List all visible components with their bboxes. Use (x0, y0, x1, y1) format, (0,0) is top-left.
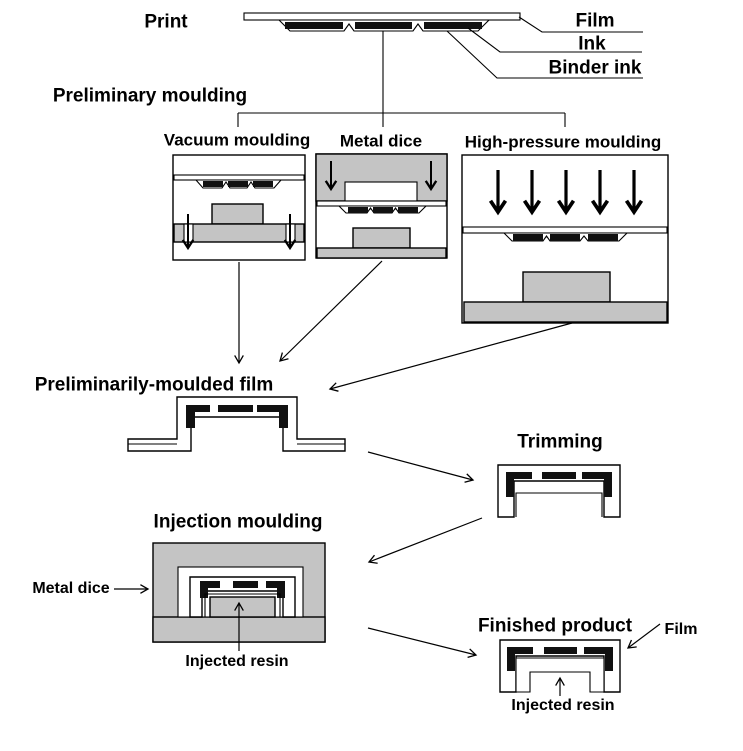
trimming-shape (497, 464, 621, 518)
vacuum-mold-base (173, 223, 305, 243)
ink-dash (257, 405, 288, 412)
ink-dash (544, 647, 577, 654)
lower-mold-bump (522, 271, 611, 303)
film-layer (462, 226, 668, 234)
layer-label-ink: Ink (578, 33, 606, 55)
pointer-label-metal-dice: Metal dice (32, 580, 110, 597)
ink-dash (542, 472, 576, 479)
ink-dash (506, 472, 532, 479)
ink-patch (203, 181, 223, 187)
flow-arrows (234, 260, 573, 658)
ink-dash (584, 647, 613, 654)
ink-dash (218, 405, 253, 412)
ink-corner (604, 472, 612, 497)
lower-mold-base (316, 247, 447, 259)
ink-corner (186, 405, 195, 428)
ink-patch (373, 207, 393, 213)
ink-dash (582, 472, 612, 479)
arrow-film-to-trimming (367, 451, 475, 483)
ink-dash (266, 581, 285, 588)
film-shell (127, 396, 346, 452)
ink-patch (253, 181, 273, 187)
step-label-injection-moulding: Injection moulding (153, 511, 323, 533)
layer-label-binder-ink: Binder ink (548, 57, 642, 79)
pointer-label-film: Film (664, 621, 698, 638)
ink-corner (605, 647, 613, 671)
ink-patch (355, 22, 412, 29)
lower-mold-bump (352, 227, 411, 249)
inner-surface-line (515, 492, 603, 517)
arrow-trimming-to-injection (367, 517, 483, 564)
finished-product-shape (499, 623, 661, 696)
arrow-injection-to-finished (367, 627, 478, 658)
ink-patch (348, 207, 368, 213)
ink-leader-line (467, 27, 642, 53)
ink-patch (285, 22, 343, 29)
arrow-high-pressure-to-film (328, 322, 573, 392)
ink-corner (277, 581, 285, 598)
pointer-label-injected-resin-finished: Injected resin (511, 697, 615, 714)
film-leader-line (518, 16, 643, 33)
vacuum-mold-bump (211, 203, 264, 225)
print-cross-section (243, 12, 643, 79)
film-layer (243, 12, 521, 21)
step-label-trimming: Trimming (517, 431, 603, 453)
ink-patch (550, 234, 580, 241)
preliminarily-moulded-film-shape (127, 396, 346, 452)
arrow-metal-dice-to-film (279, 260, 383, 362)
ink-corner (279, 405, 288, 428)
ink-dash (186, 405, 210, 412)
lower-mold-base (463, 301, 668, 323)
injected-resin-body (515, 657, 605, 693)
high-pressure-moulding-box (461, 154, 669, 324)
film-layer (173, 174, 305, 181)
step-label-print: Print (144, 11, 188, 33)
step-label-preliminarily-moulded-film: Preliminarily-moulded film (34, 374, 274, 396)
metal-dice-box (315, 153, 448, 259)
ink-patch (228, 181, 248, 187)
ink-corner (506, 472, 514, 497)
injection-moulding-assembly (114, 542, 326, 651)
ink-dash (200, 581, 220, 588)
pointer-label-injected-resin: Injected resin (185, 653, 289, 670)
ink-dash (233, 581, 258, 588)
film-pointer-arrow (626, 623, 661, 649)
ink-corner (507, 647, 515, 671)
method-label-metal-dice: Metal dice (339, 131, 423, 151)
branch-connector (237, 31, 566, 127)
ink-patch (513, 234, 543, 241)
vacuum-moulding-box (172, 154, 306, 261)
film-layer (316, 200, 447, 207)
method-label-vacuum-moulding: Vacuum moulding (163, 130, 311, 150)
ink-corner (200, 581, 208, 598)
step-label-preliminary-moulding: Preliminary moulding (52, 85, 248, 107)
ink-dash (507, 647, 533, 654)
ink-patch (588, 234, 618, 241)
binder-ink-leader-line (446, 30, 643, 79)
inner-surface-line (204, 593, 281, 617)
layer-label-film: Film (575, 10, 615, 32)
step-label-finished-product: Finished product (477, 615, 633, 637)
ink-patch (424, 22, 482, 29)
die-cavity (344, 181, 418, 202)
core-bump (209, 596, 276, 618)
method-label-high-pressure-moulding: High-pressure moulding (464, 132, 662, 152)
ink-patch (398, 207, 418, 213)
